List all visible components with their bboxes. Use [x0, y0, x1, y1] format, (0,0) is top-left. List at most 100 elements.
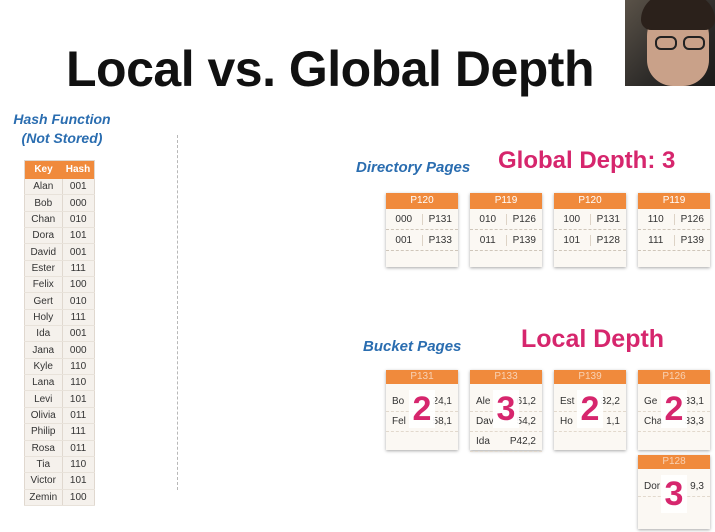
- key-cell: Jana: [24, 341, 63, 359]
- directory-pointer: P139: [512, 234, 536, 246]
- record-value: 32,2: [600, 396, 620, 407]
- key-cell: Gert: [24, 292, 63, 310]
- hash-cell: 010: [62, 211, 95, 229]
- hash-cell: 101: [62, 227, 95, 245]
- hash-cell: 110: [62, 374, 95, 392]
- directory-hash: 110: [638, 213, 675, 225]
- webcam-video: [625, 0, 715, 86]
- record-value: 9,3: [690, 481, 704, 492]
- record-value: 33,3: [684, 416, 704, 427]
- record-value: 1,1: [606, 416, 620, 427]
- directory-hash: 000: [386, 213, 423, 225]
- hash-cell: 100: [62, 276, 95, 294]
- hash-cell: 011: [62, 407, 95, 425]
- key-cell: Tia: [24, 456, 63, 474]
- record-key: Est: [560, 396, 575, 407]
- bucket-page-header: P139: [554, 370, 626, 384]
- record-key: Ale: [476, 396, 491, 407]
- key-cell: Kyle: [24, 358, 63, 376]
- global-depth-label: Global Depth: 3: [498, 147, 676, 174]
- key-cell: Rosa: [24, 440, 63, 457]
- bucket-record: Ho 1,1: [554, 412, 626, 432]
- key-cell: David: [24, 243, 63, 261]
- hash-cell: 111: [62, 423, 95, 441]
- hash-function-title-line2: (Not Stored): [21, 130, 103, 146]
- record-key: Fel: [392, 416, 406, 427]
- directory-pages-label: Directory Pages: [356, 159, 471, 176]
- bucket-pages-label: Bucket Pages: [363, 338, 462, 355]
- key-cell: Zemin: [24, 489, 63, 506]
- record-value: 54,2: [516, 416, 536, 427]
- slide-title: Local vs. Global Depth: [66, 41, 595, 97]
- directory-entry: 001 P133: [386, 230, 458, 251]
- divider-line: [177, 135, 178, 490]
- hash-function-title-line1: Hash Function: [13, 111, 111, 127]
- hash-cell: 111: [62, 309, 95, 327]
- hash-cell: 011: [62, 440, 95, 457]
- key-cell: Olivia: [24, 407, 63, 425]
- key-cell: Chan: [24, 211, 63, 229]
- key-cell: Alan: [24, 178, 63, 196]
- bucket-page-header: P128: [638, 455, 710, 469]
- hash-cell: 000: [62, 341, 95, 359]
- hash-table-header-hash: Hash: [62, 160, 95, 179]
- directory-pointer: P133: [428, 234, 452, 246]
- local-depth-value: 2: [577, 390, 603, 428]
- directory-hash: 100: [554, 213, 591, 225]
- directory-hash: 001: [386, 234, 423, 246]
- hash-function-title: Hash Function (Not Stored): [0, 110, 124, 148]
- directory-page-header: P119: [470, 193, 542, 209]
- key-cell: Levi: [24, 390, 63, 408]
- record-value: P42,2: [509, 436, 536, 447]
- local-depth-value: 3: [493, 390, 519, 428]
- key-cell: Dora: [24, 227, 63, 245]
- hash-cell: 001: [62, 243, 95, 261]
- directory-pointer: P126: [512, 213, 536, 225]
- record-key: Ho: [560, 416, 573, 427]
- hash-cell: 110: [62, 456, 95, 474]
- directory-hash: 111: [638, 234, 675, 246]
- hash-cell: 110: [62, 358, 95, 376]
- bucket-page-header: P133: [470, 370, 542, 384]
- key-cell: Felix: [24, 276, 63, 294]
- directory-page-header: P120: [554, 193, 626, 209]
- key-cell: Ida: [24, 325, 63, 343]
- local-depth-value: 2: [661, 390, 687, 428]
- directory-pointer: P131: [596, 213, 620, 225]
- hash-cell: 001: [62, 178, 95, 196]
- directory-pointer: P128: [596, 234, 620, 246]
- local-depth-value: 3: [661, 475, 687, 513]
- key-cell: Bob: [24, 194, 63, 212]
- record-key: Ge: [644, 396, 658, 407]
- hash-cell: 010: [62, 292, 95, 310]
